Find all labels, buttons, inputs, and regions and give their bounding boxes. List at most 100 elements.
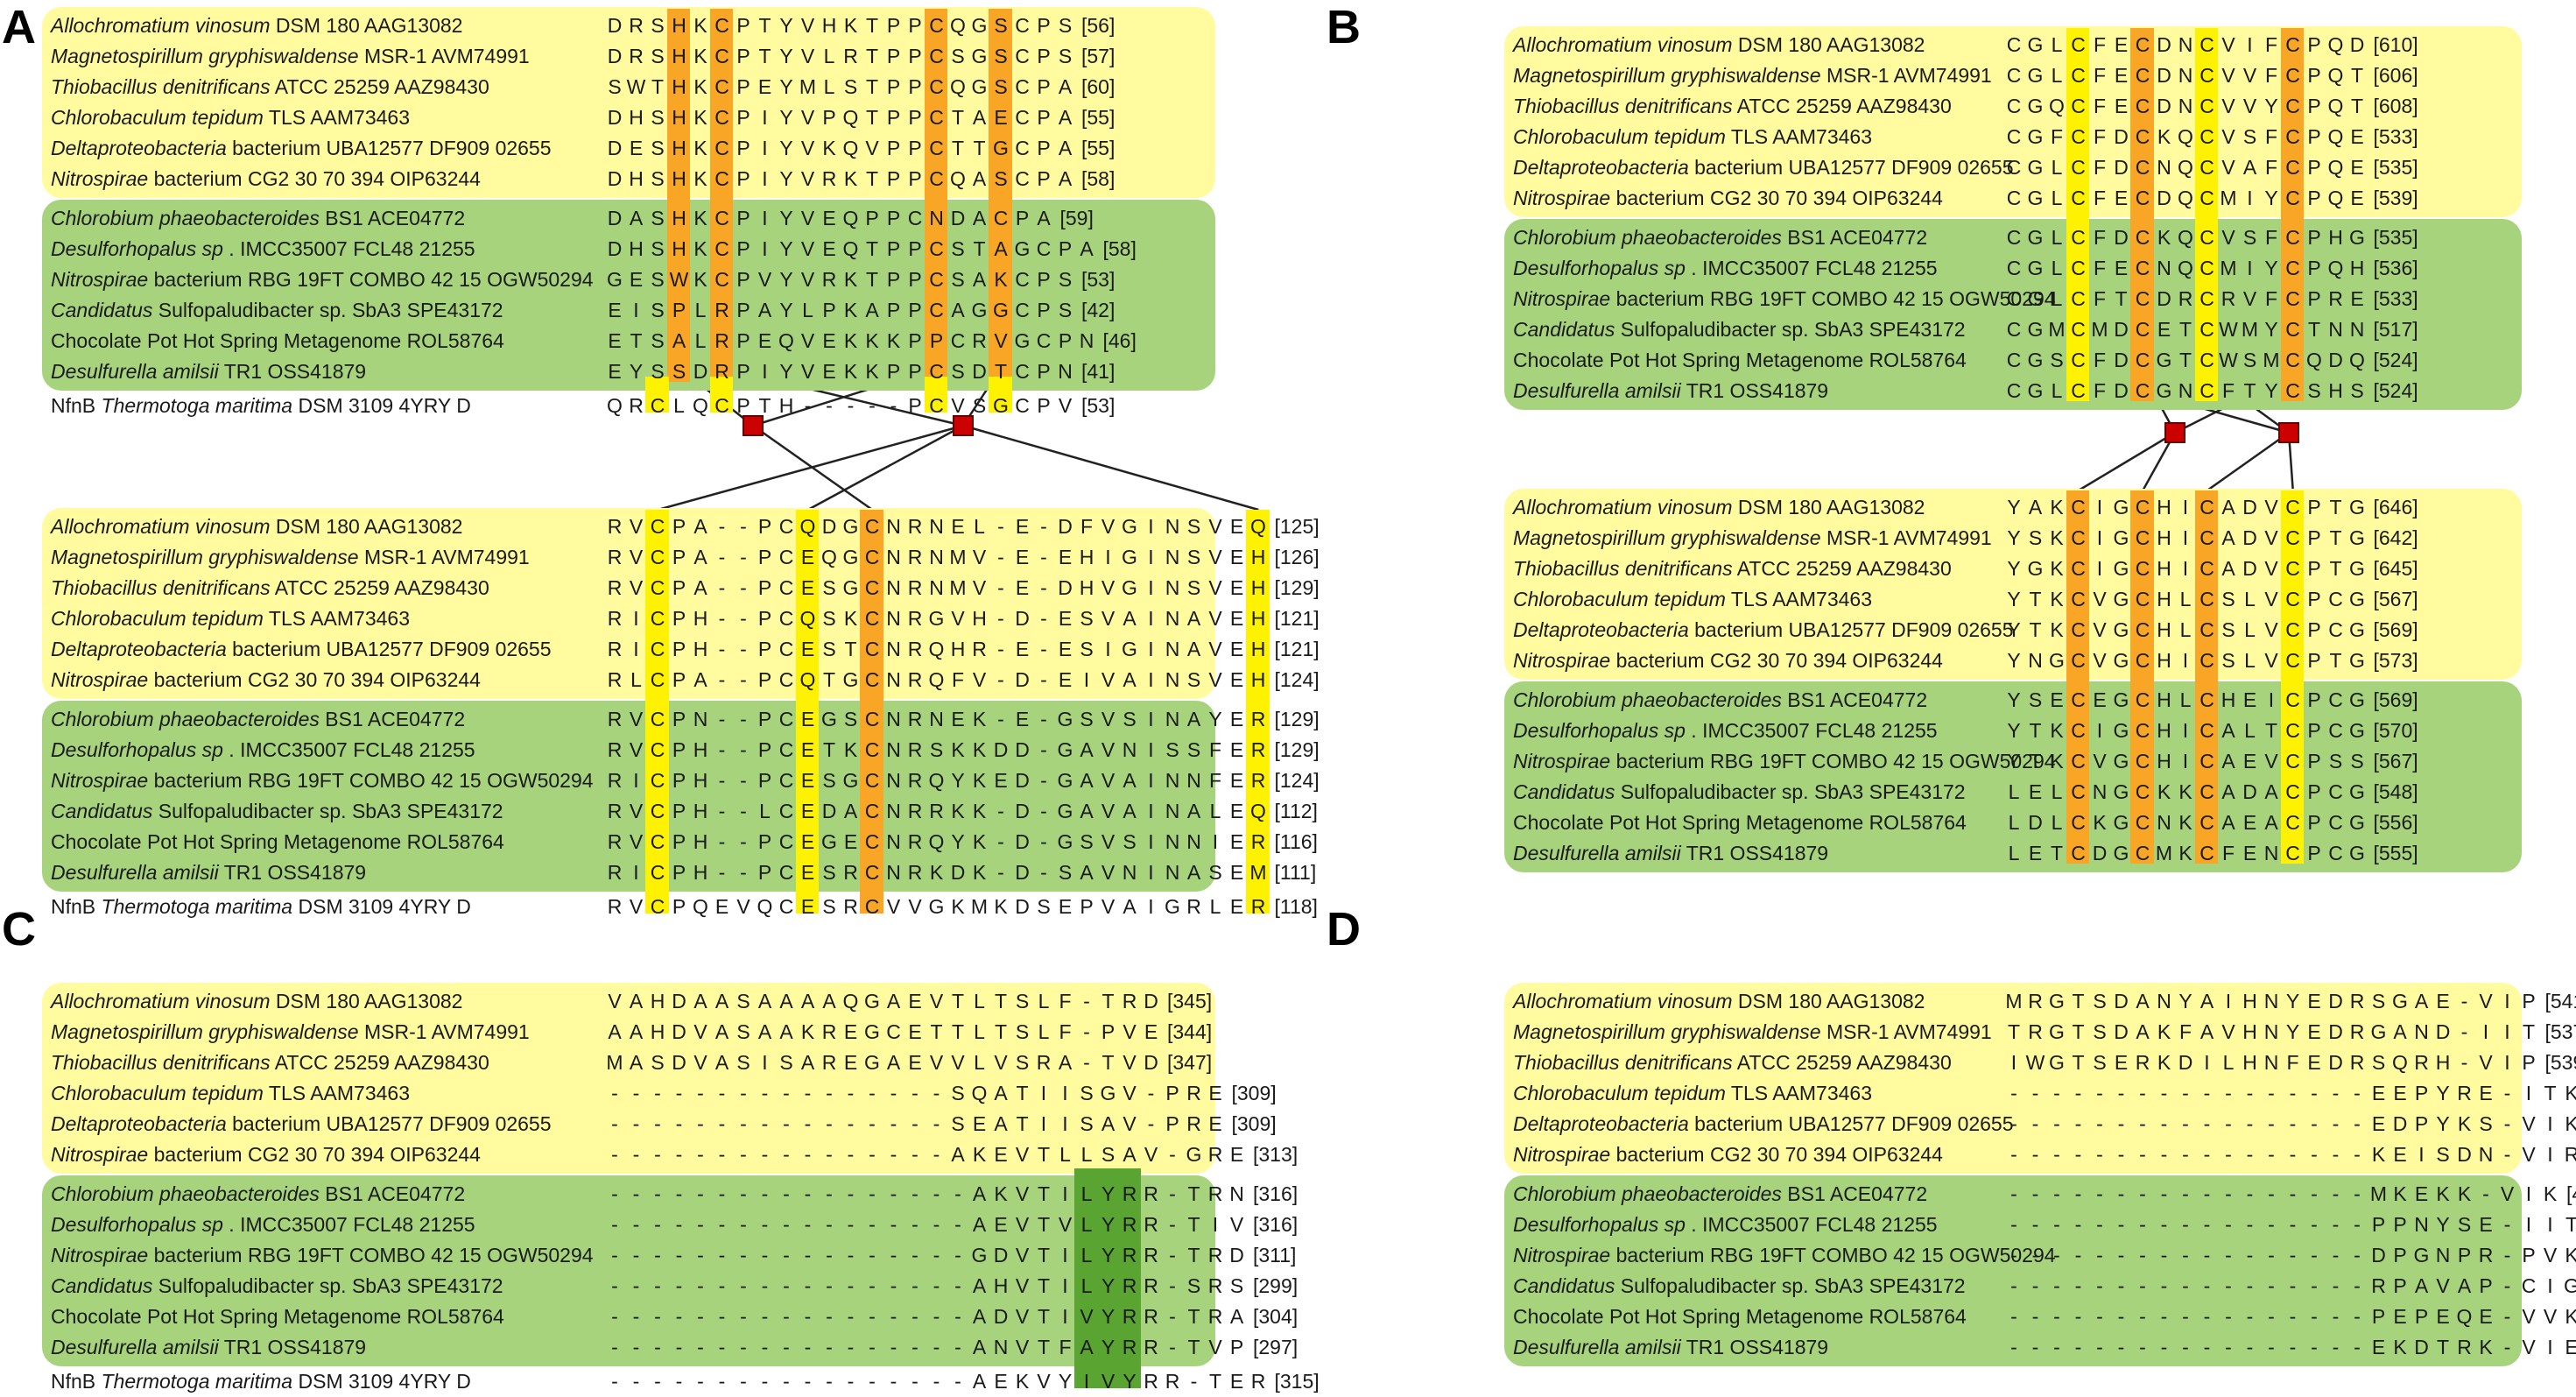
residue: - xyxy=(776,1332,797,1363)
residue: T xyxy=(2240,376,2261,406)
residue: G xyxy=(2368,1017,2389,1048)
residue: - xyxy=(626,1109,647,1139)
residue: - xyxy=(990,827,1011,857)
alignment-row: Candidatus Sulfopaludibacter sp. SbA3 SP… xyxy=(1513,314,2576,345)
residue: S xyxy=(947,234,968,265)
residue: T xyxy=(947,1017,968,1048)
residue: G xyxy=(1119,573,1140,603)
residue: S xyxy=(1184,1271,1205,1302)
species-name: Candidatus xyxy=(51,1274,152,1297)
residue: L xyxy=(1076,1139,1097,1170)
residue: C xyxy=(2132,91,2153,122)
residue: G xyxy=(2025,554,2046,584)
residue: P xyxy=(2368,1302,2389,1332)
residue: P xyxy=(755,512,776,542)
residue: A xyxy=(1098,1109,1119,1139)
residue: C xyxy=(2068,122,2089,152)
residue: C xyxy=(2197,523,2218,554)
residue: C xyxy=(776,766,797,796)
residue: C xyxy=(1012,356,1033,387)
residue: F xyxy=(1076,512,1097,542)
residue: L xyxy=(669,391,690,421)
species-label: Desulfurella amilsii TR1 OSS41879 xyxy=(51,356,366,387)
species-accession: . IMCC35007 FCL48 21255 xyxy=(1691,1213,1937,1236)
residue: - xyxy=(669,1240,690,1271)
residue: - xyxy=(2132,1109,2153,1139)
residue: E xyxy=(819,203,840,234)
residue: - xyxy=(2326,1302,2347,1332)
residue: I xyxy=(2540,1210,2561,1240)
residue: C xyxy=(712,265,733,295)
alignment-row: Chlorobium phaeobacteroides BS1 ACE04772… xyxy=(51,1179,1200,1210)
residue: - xyxy=(647,1139,668,1170)
alignment-row: Chlorobium phaeobacteroides BS1 ACE04772… xyxy=(1513,222,2576,253)
residue: A xyxy=(1119,1139,1140,1170)
residue: R xyxy=(2132,1048,2153,1078)
residue: D xyxy=(1012,796,1033,827)
residue: - xyxy=(2347,1271,2368,1302)
residue: E xyxy=(2111,1048,2132,1078)
residue: - xyxy=(883,1078,904,1109)
residue: I xyxy=(2261,685,2282,716)
residue: Q xyxy=(690,892,711,922)
residue: H xyxy=(2240,1017,2261,1048)
residue: T xyxy=(947,133,968,164)
species-accession: bacterium UBA12577 DF909 02655 xyxy=(232,137,551,159)
residue-position: [344] xyxy=(1167,1017,1212,1048)
alignment-row: Deltaproteobacteria bacterium UBA12577 D… xyxy=(1513,615,2576,646)
residue: R xyxy=(969,634,990,665)
residue: C xyxy=(990,203,1011,234)
residue: T xyxy=(2046,838,2067,869)
residue: K xyxy=(819,133,840,164)
residue: K xyxy=(2046,554,2067,584)
residue: F xyxy=(2089,345,2110,376)
residue: P xyxy=(2389,1240,2411,1271)
residue: - xyxy=(990,857,1011,888)
residue-position: [116] xyxy=(1275,827,1318,857)
residue: I xyxy=(1076,665,1097,695)
residue: P xyxy=(733,356,754,387)
residue: - xyxy=(2240,1109,2261,1139)
residue: G xyxy=(2154,376,2175,406)
residue: H xyxy=(2154,554,2175,584)
residue: E xyxy=(819,356,840,387)
residue: S xyxy=(2240,222,2261,253)
residue: A xyxy=(841,796,862,827)
species-accession: Chocolate Pot Hot Spring Metagenome ROL5… xyxy=(51,830,504,853)
species-accession: MSR-1 AVM74991 xyxy=(364,45,530,67)
residue: Y xyxy=(776,11,797,41)
residue: D xyxy=(1012,603,1033,634)
residue: G xyxy=(2111,492,2132,523)
species-accession: DSM 180 AAG13082 xyxy=(276,515,463,538)
residue: - xyxy=(712,542,733,573)
residue: P xyxy=(2454,1240,2475,1271)
residue: R xyxy=(1033,1048,1054,1078)
residue-position: [606] xyxy=(2374,60,2418,91)
residue: - xyxy=(2132,1179,2153,1210)
residue: - xyxy=(733,1366,754,1397)
residue: - xyxy=(2154,1210,2175,1240)
residue: - xyxy=(2326,1109,2347,1139)
residue: - xyxy=(819,1109,840,1139)
alignment-row: Nitrospirae bacterium CG2 30 70 394 OIP6… xyxy=(51,665,1200,695)
residue: V xyxy=(626,573,647,603)
residue: N xyxy=(2261,1017,2282,1048)
residue: H xyxy=(626,164,647,194)
residue: E xyxy=(1227,827,1248,857)
residue: - xyxy=(2283,1210,2304,1240)
species-name: Desulfurella amilsii xyxy=(1513,379,1681,402)
residue-position: [313] xyxy=(1253,1139,1298,1170)
residue: C xyxy=(712,234,733,265)
residue: - xyxy=(1162,1240,1183,1271)
residue: V xyxy=(2475,986,2496,1017)
residue: S xyxy=(2025,685,2046,716)
residue: C xyxy=(862,735,883,766)
residue: - xyxy=(947,1210,968,1240)
residue: - xyxy=(2497,1078,2518,1109)
alignment-row: Chocolate Pot Hot Spring Metagenome ROL5… xyxy=(51,1302,1200,1332)
residue: - xyxy=(862,1210,883,1240)
residue: C xyxy=(883,1017,904,1048)
residue: P xyxy=(883,133,904,164)
residue: K xyxy=(2046,746,2067,777)
residue: S xyxy=(647,203,668,234)
